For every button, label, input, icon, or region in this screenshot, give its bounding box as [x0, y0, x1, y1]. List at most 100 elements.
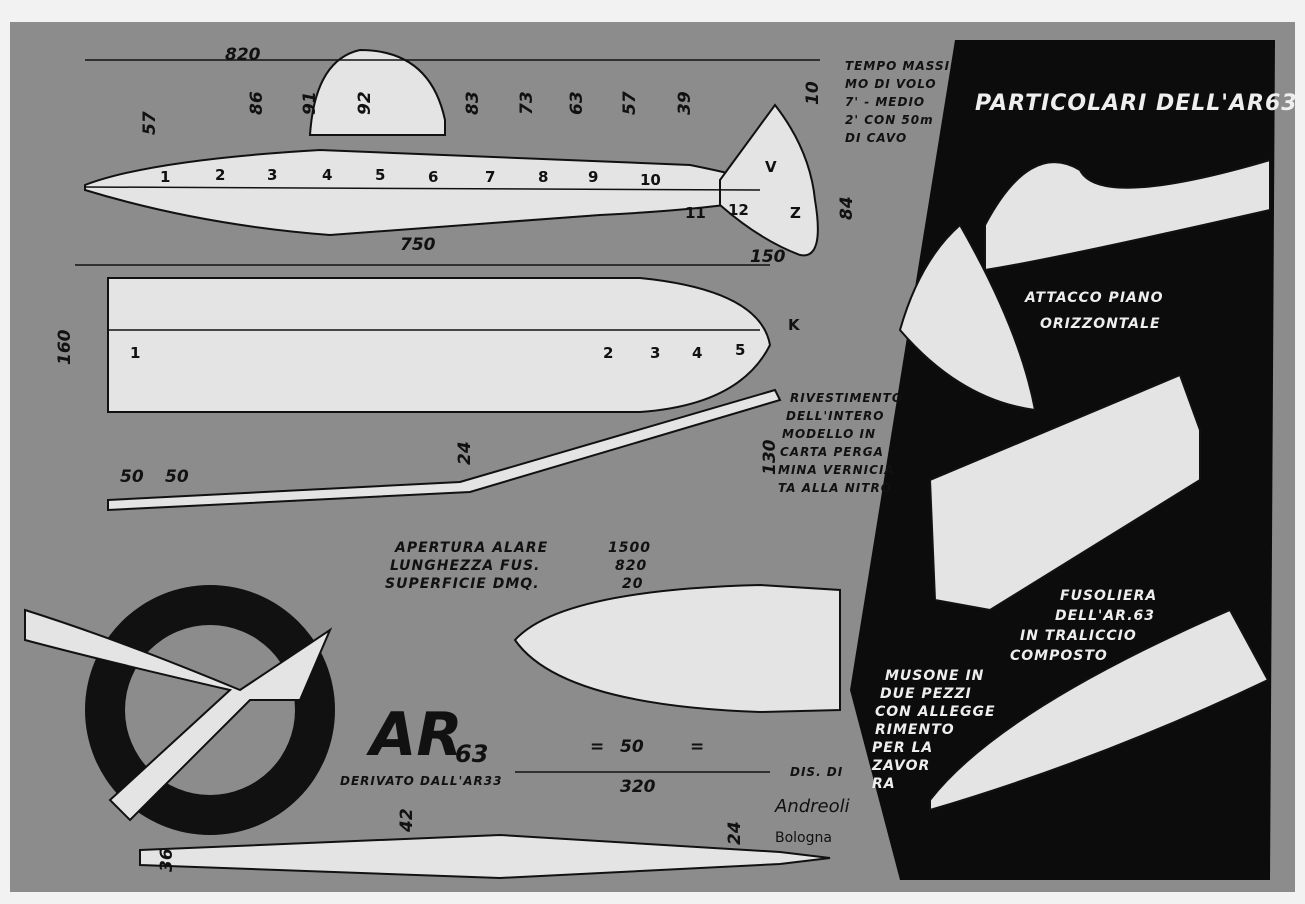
plan-label: MUSONE IN	[885, 668, 984, 684]
fuselage-label: FUSOLIERA DELL'AR.63 IN TRALICCIO COMPOS…	[1010, 588, 1157, 664]
covering-note: RIVESTIMENTO DELL'INTERO MODELLO IN CART…	[778, 391, 903, 495]
plan-label: RIVESTIMENTO	[790, 391, 903, 405]
dim-spar: 24	[455, 441, 475, 465]
plan-label: DIS. DI	[790, 765, 843, 779]
plan-label: 2	[603, 344, 613, 362]
plan-label: 3	[650, 344, 660, 362]
stabilizer-mount-label: ATTACCO PIANO ORIZZONTALE	[1024, 290, 1163, 332]
plan-label: MO DI VOLO	[845, 77, 937, 91]
plan-label: RA	[872, 776, 896, 792]
plan-label: V	[765, 158, 777, 176]
plan-label: 10	[640, 171, 661, 189]
fuselage-side-view	[84, 48, 820, 257]
plan-label: SUPERFICIE DMQ.	[385, 576, 540, 592]
plan-label: MODELLO IN	[782, 427, 876, 441]
plan-label: APERTURA ALARE	[394, 540, 548, 556]
plan-label: Andreoli	[774, 796, 850, 817]
plan-label: DERIVATO DALL'AR33	[340, 774, 502, 788]
plan-label: 57	[620, 91, 640, 115]
plan-label: =	[590, 737, 604, 757]
plan-label: 57	[140, 111, 160, 135]
plan-label: ATTACCO PIANO	[1024, 290, 1163, 306]
fuselage-truss-drawing	[928, 373, 1201, 612]
plan-label: 92	[355, 91, 375, 115]
nose-label: MUSONE IN DUE PEZZI CON ALLEGGE RIMENTO …	[871, 668, 996, 792]
dim-fuselage-length: 820	[225, 45, 261, 65]
plan-label: COMPOSTO	[1010, 648, 1108, 664]
plan-label: DELL'AR.63	[1055, 608, 1155, 624]
dim-rib-spacing: 50	[165, 467, 189, 487]
plan-label: FUSOLIERA	[1060, 588, 1157, 604]
plan-label: 63	[455, 740, 488, 768]
wing-plan-view	[75, 264, 772, 413]
plan-label: 4	[322, 166, 332, 184]
fin-detail-drawing	[898, 223, 1037, 412]
plan-label: TEMPO MASSI	[845, 59, 950, 73]
plan-label: 10	[803, 81, 823, 105]
dim-fin-height: 84	[837, 196, 857, 220]
plan-label: CON ALLEGGE	[875, 704, 996, 720]
plan-label: 12	[728, 201, 749, 219]
fuselage-top-view	[139, 833, 831, 880]
dim-fin-chord: 150	[750, 247, 786, 267]
plan-label: 11	[685, 204, 706, 222]
stabilizer-plan	[513, 583, 841, 714]
plan-label: 9	[588, 168, 598, 186]
dim-wing-span: 750	[400, 235, 436, 255]
plan-label: 4	[692, 344, 702, 362]
plan-label: 39	[675, 91, 695, 115]
plan-label: Z	[790, 204, 801, 222]
plan-label: 7' - MEDIO	[845, 95, 925, 109]
plan-label: IN TRALICCIO	[1020, 628, 1137, 644]
plan-label: 36	[157, 848, 177, 872]
plan-label: 1500	[608, 540, 651, 556]
plan-label: 5	[735, 341, 745, 359]
ar63-logo: AR 63 DERIVATO DALL'AR33	[24, 585, 502, 835]
plan-label: 20	[622, 576, 643, 592]
plan-label: 73	[517, 91, 537, 115]
plan-label: 63	[567, 91, 587, 115]
plan-label: 2	[215, 166, 225, 184]
nose-drawing	[929, 608, 1270, 812]
plan-label: ZAVOR	[871, 758, 930, 774]
plan-label: DI CAVO	[845, 131, 907, 145]
plan-label: 83	[463, 91, 483, 115]
plan-label: DELL'INTERO	[786, 409, 884, 423]
flight-time-note: TEMPO MASSI MO DI VOLO 7' - MEDIO 2' CON…	[845, 59, 950, 145]
plan-label: MINA VERNICIA	[778, 463, 895, 477]
plan-label: 8	[538, 168, 548, 186]
fin	[719, 103, 819, 257]
plan-label: ORIZZONTALE	[1040, 316, 1161, 332]
signature: DIS. DI Andreoli Bologna	[774, 765, 850, 846]
plan-label: 1	[160, 168, 170, 186]
station-numbers: 1 2 3 4 5 6 7 8 9 10 11 12 V Z	[160, 158, 801, 222]
plan-label: TA ALLA NITRO	[778, 481, 892, 495]
plan-label: K	[788, 316, 801, 334]
plan-label: RIMENTO	[875, 722, 955, 738]
dim-stab-spacing: 50	[620, 737, 644, 757]
dim-rib-spacing: 50	[120, 467, 144, 487]
plan-label: 42	[397, 808, 417, 833]
plan-label: 86	[247, 91, 267, 115]
plan-label: 820	[615, 558, 647, 574]
plan-label: 24	[725, 821, 745, 845]
dim-stab-span: 320	[620, 777, 656, 797]
dim-dihedral: 130	[760, 439, 780, 475]
plan-label: =	[690, 737, 704, 757]
plan-label: 3	[267, 166, 277, 184]
plan-label: 91	[300, 91, 320, 115]
plan-label: 1	[130, 344, 140, 362]
plan-label: 7	[485, 168, 495, 186]
pylon	[308, 48, 446, 136]
panel-title: PARTICOLARI DELL'AR63	[975, 91, 1298, 116]
plan-label: 6	[428, 168, 438, 186]
plan-label: CARTA PERGA	[780, 445, 884, 459]
plan-label: Bologna	[775, 830, 832, 846]
plan-label: 5	[375, 166, 385, 184]
dim-wing-chord: 160	[55, 329, 75, 365]
wing-front-view	[107, 388, 782, 512]
stabilizer-mount-drawing	[984, 158, 1271, 272]
